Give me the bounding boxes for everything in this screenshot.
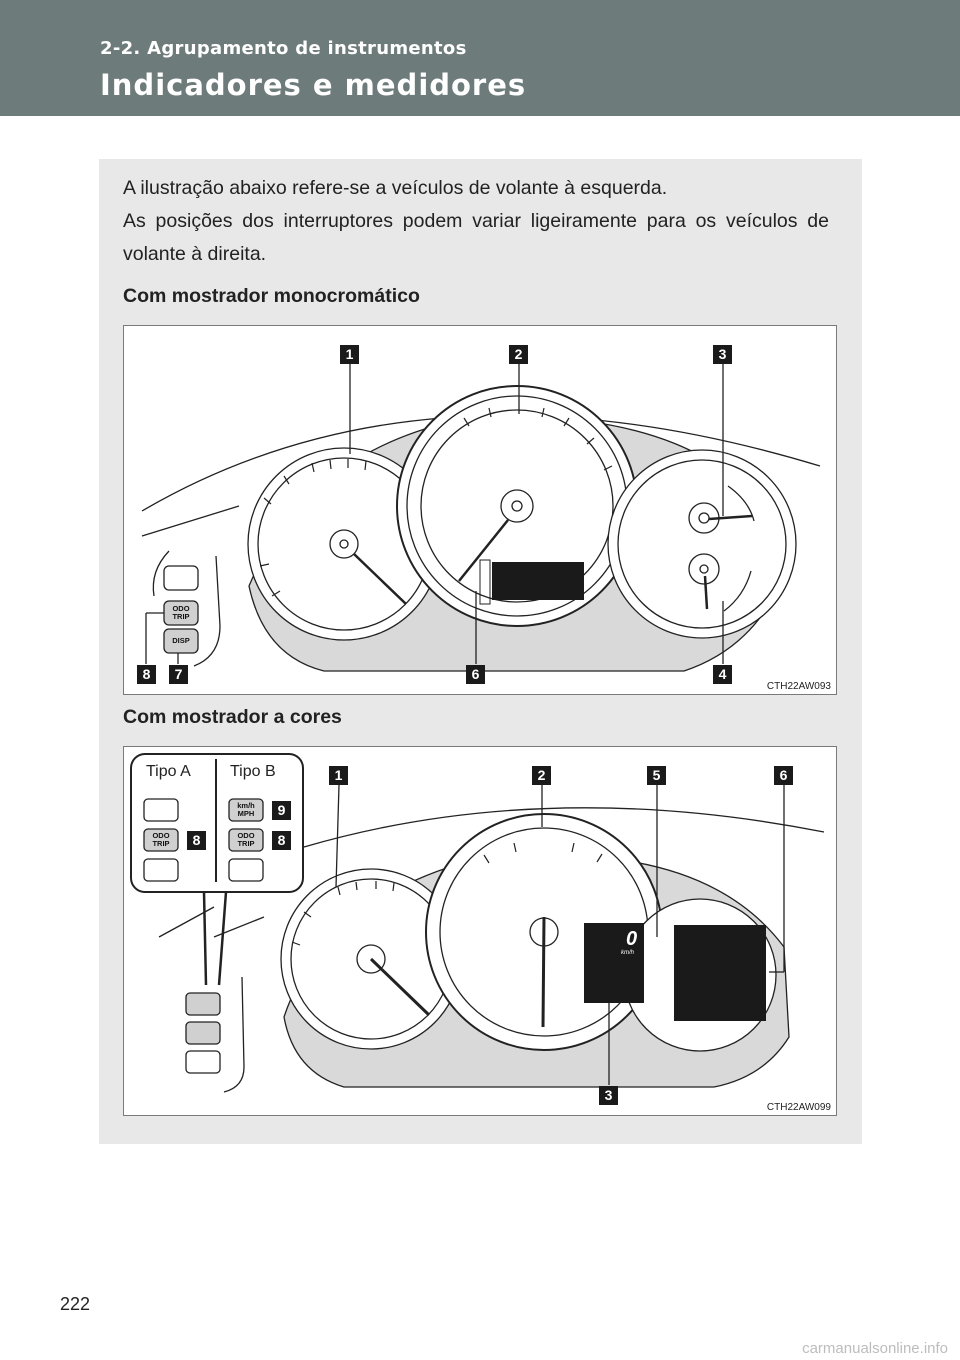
digital-speed-unit: km/h [621,950,635,956]
callout-8-tipo-b: 8 [272,831,291,850]
callout-8: 8 [137,665,156,684]
callout-5: 5 [647,766,666,785]
figure2-heading: Com mostrador a cores [123,706,342,728]
lcd-display [492,562,584,600]
page-header [0,0,960,116]
figure1-illustration: 1 2 3 4 6 7 8 ODO TRIP DISP CTH22AW093 [123,325,837,695]
intro-line-1: A ilustração abaixo refere-se a veículos… [123,177,668,199]
gauge-ticks [259,407,613,597]
disp-button-label: DISP [172,636,190,645]
odo-trip-button-label: ODO TRIP [172,604,190,621]
callout-1: 1 [329,766,348,785]
color-display-right [674,925,766,1021]
callout-6: 6 [466,665,485,684]
color-cluster-drawing: 0 km/h [130,753,825,1093]
callout-8-tipo-a: 8 [187,831,206,850]
monochrome-cluster-drawing [141,364,821,672]
figure2-code: CTH22AW099 [764,1102,833,1113]
figure1-heading: Com mostrador monocromático [123,285,420,307]
watermark: carmanualsonline.info [802,1340,948,1357]
tipo-b-label: Tipo B [230,763,276,780]
callout-9: 9 [272,801,291,820]
odo-trip-button-label-a: ODO TRIP [152,831,170,848]
callout-1: 1 [340,345,359,364]
intro-line-2: As posições dos interruptores podem vari… [123,210,829,265]
callout-4: 4 [713,665,732,684]
digital-speed: 0 [626,928,637,950]
page-number: 222 [60,1294,91,1314]
kmh-mph-button-label: km/h MPH [237,801,255,818]
gauge-ticks-2 [291,842,603,946]
callout-7: 7 [169,665,188,684]
callout-6: 6 [774,766,793,785]
intro-text: A ilustração abaixo refere-se a veículos… [123,172,829,271]
color-display-left [584,923,644,1003]
section-title: 2-2. Agrupamento de instrumentos [100,38,467,59]
callout-2: 2 [509,345,528,364]
tipo-a-label: Tipo A [146,763,191,780]
odo-trip-button-label-b: ODO TRIP [237,831,255,848]
callout-3: 3 [713,345,732,364]
figure1-code: CTH22AW093 [764,681,833,692]
callout-3: 3 [599,1086,618,1105]
figure2-illustration: 0 km/h Tipo A Tipo B 1 2 5 6 3 8 8 9 ODO… [123,746,837,1116]
page-title: Indicadores e medidores [100,68,527,102]
callout-2: 2 [532,766,551,785]
